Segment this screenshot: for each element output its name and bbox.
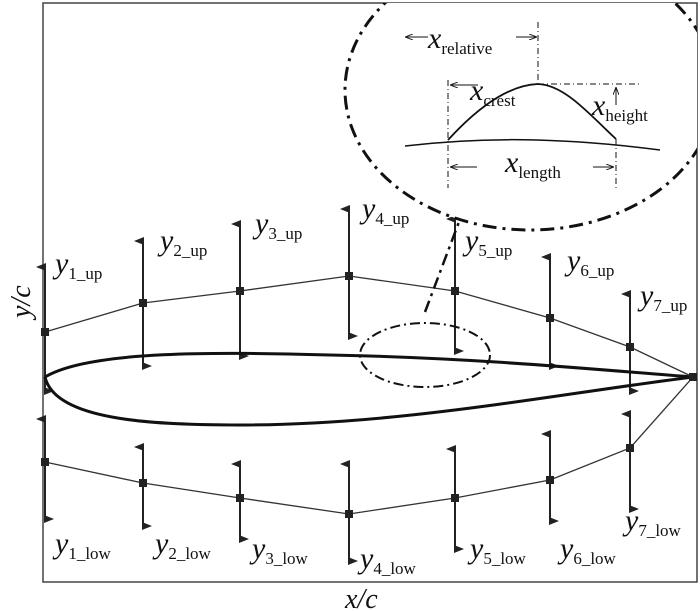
upper-control-point-4 — [345, 272, 353, 280]
x-axis-label: x/c — [344, 584, 378, 611]
upper-control-point-2 — [139, 299, 147, 307]
control-arrows — [36, 205, 639, 565]
x-length-label: xlength — [504, 146, 561, 182]
lower-control-point-7 — [626, 444, 634, 452]
upper-label-3: y3_up — [252, 207, 302, 243]
lower-label-1: y1_low — [52, 527, 112, 563]
lower-control-point-2 — [139, 479, 147, 487]
lower-control-point-3 — [236, 494, 244, 502]
lower-control-point-6 — [546, 476, 554, 484]
y-axis-label: y/c — [6, 285, 37, 321]
bump-region-ellipse — [359, 322, 491, 388]
upper-control-polygon — [44, 275, 694, 378]
upper-control-point-3 — [236, 287, 244, 295]
x-relative-label: xrelative — [427, 22, 492, 58]
x-height-label: xheight — [591, 89, 648, 125]
upper-label-1: y1_up — [52, 247, 102, 283]
upper-control-point-1 — [41, 328, 49, 336]
airfoil-upper-surface — [44, 351, 694, 379]
lower-control-point-4 — [345, 510, 353, 518]
lower-control-point-1 — [41, 458, 49, 466]
lower-label-6: y6_low — [557, 532, 617, 568]
inset-ellipse — [343, 3, 697, 232]
upper-label-5: y5_up — [462, 224, 512, 260]
bump-inset — [404, 22, 661, 188]
lower-label-7: y7_low — [622, 504, 682, 540]
lower-label-4: y4_low — [357, 542, 417, 578]
x-crest-label: xcrest — [469, 74, 516, 110]
airfoil-lower-surface — [43, 375, 694, 427]
upper-label-6: y6_up — [564, 244, 614, 280]
lower-label-3: y3_low — [249, 532, 309, 568]
upper-control-point-6 — [546, 314, 554, 322]
lower-control-point-5 — [451, 494, 459, 502]
trailing-edge-point — [689, 373, 697, 381]
lower-label-5: y5_low — [467, 532, 527, 568]
upper-label-2: y2_up — [157, 224, 207, 260]
upper-control-point-7 — [626, 343, 634, 351]
lower-label-2: y2_low — [152, 527, 212, 563]
upper-label-4: y4_up — [359, 192, 409, 228]
upper-control-point-5 — [451, 287, 459, 295]
upper-label-7: y7_up — [637, 279, 687, 315]
lower-control-polygon — [44, 376, 694, 515]
